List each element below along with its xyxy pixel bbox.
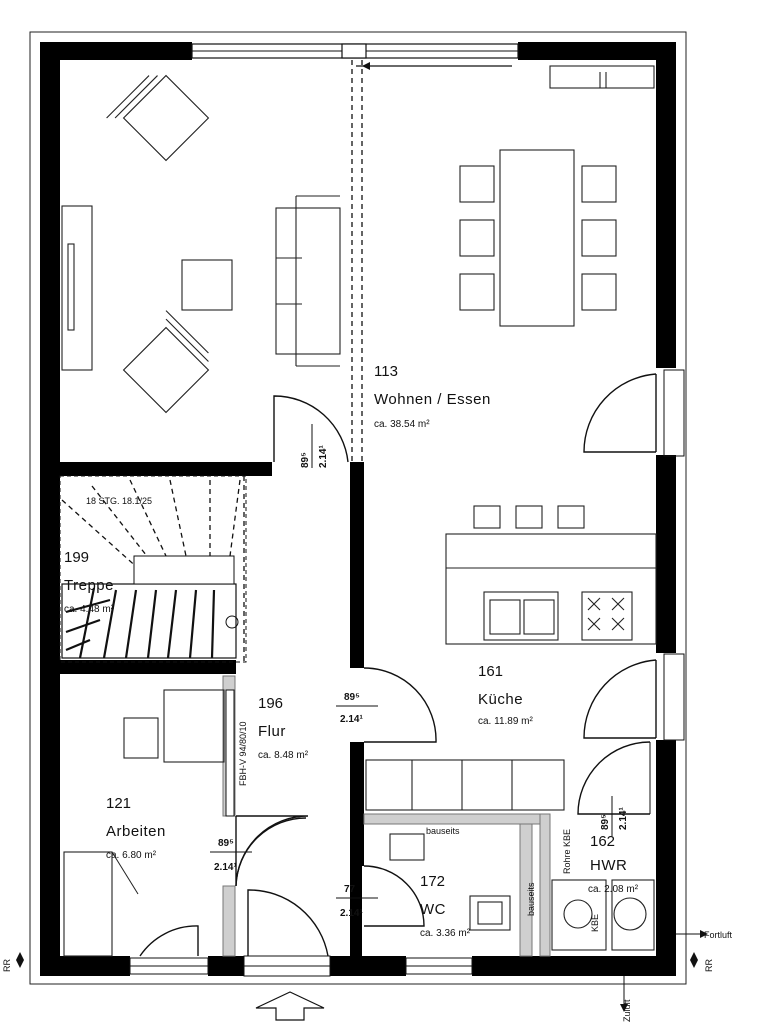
door-dim-flur-kueche: 89⁵ 2.14¹ — [336, 692, 378, 725]
door-arbeiten — [235, 815, 309, 887]
room-area-wc: ca. 3.36 m² — [420, 928, 471, 939]
room-number-arbeiten: 121 — [106, 795, 131, 812]
dining-table — [459, 65, 655, 327]
svg-text:2.14¹: 2.14¹ — [340, 908, 363, 919]
svg-text:2.14¹: 2.14¹ — [318, 445, 329, 468]
interior-walls — [60, 462, 551, 957]
rr-left-marker-icon — [16, 952, 24, 968]
rr-left-label: RR — [2, 959, 12, 972]
svg-text:2.14¹: 2.14¹ — [214, 862, 237, 873]
rr-right-marker-icon — [690, 952, 698, 968]
outline-frame — [29, 31, 687, 985]
fbh-label: FBH-V 94/80/10 — [238, 721, 248, 786]
office-furniture — [63, 689, 225, 957]
room-area-hwr: ca. 2.08 m² — [588, 884, 639, 895]
svg-text:2.14¹: 2.14¹ — [340, 714, 363, 725]
top-window — [191, 43, 519, 70]
door-flur-kueche — [363, 667, 437, 743]
room-number-hwr: 162 — [590, 833, 615, 850]
living-furniture — [61, 74, 341, 414]
stairs — [59, 475, 247, 663]
door-hwr — [577, 741, 651, 815]
room-area-arbeiten: ca. 6.80 m² — [106, 850, 157, 861]
wc-fixtures — [389, 833, 511, 931]
door-wc — [363, 865, 425, 927]
room-number-flur: 196 — [258, 695, 283, 712]
bottom-windows — [129, 957, 473, 975]
rr-right-label: RR — [704, 959, 714, 972]
room-number-wohnen: 113 — [374, 363, 398, 380]
right-door-kitchen — [583, 653, 685, 741]
fortluft-label: Fortluft — [704, 930, 733, 940]
room-name-wc: WC — [420, 901, 446, 918]
fbh-panel — [225, 689, 235, 817]
room-name-treppe: Treppe — [64, 577, 114, 594]
room-number-wc: 172 — [420, 873, 445, 890]
svg-text:77: 77 — [344, 884, 356, 895]
bauseits-label-side: bauseits — [526, 882, 536, 916]
room-area-treppe: ca. 4.48 m² — [64, 604, 115, 615]
bauseits-label-top: bauseits — [426, 826, 460, 836]
room-number-treppe: 199 — [64, 549, 89, 566]
room-number-kueche: 161 — [478, 663, 503, 680]
door-dim-hwr: 89⁵ 2.14¹ — [600, 807, 629, 830]
zuluft-label: Zuluft — [622, 999, 632, 1022]
room-name-flur: Flur — [258, 723, 286, 740]
entrance-door — [243, 889, 331, 977]
svg-text:89⁵: 89⁵ — [344, 692, 360, 703]
door-dim-flur-wohnen: 89⁵ 2.14¹ — [300, 445, 329, 468]
exterior-walls — [40, 42, 676, 976]
room-name-arbeiten: Arbeiten — [106, 823, 166, 840]
kitchen-furniture — [365, 505, 657, 811]
door-dim-wc: 77 2.14¹ — [336, 884, 378, 919]
door-dim-arbeiten: 89⁵ 2.14¹ — [210, 838, 252, 873]
room-area-kueche: ca. 11.89 m² — [478, 716, 534, 727]
room-area-wohnen: ca. 38.54 m² — [374, 419, 430, 430]
room-name-kueche: Küche — [478, 691, 523, 708]
svg-text:89⁵: 89⁵ — [300, 452, 311, 468]
svg-text:89⁵: 89⁵ — [600, 814, 611, 830]
hwr-fixtures — [551, 879, 708, 1012]
kbe-label: KBE — [590, 914, 600, 932]
svg-text:2.14¹: 2.14¹ — [618, 807, 629, 830]
room-name-wohnen: Wohnen / Essen — [374, 391, 491, 408]
svg-text:89⁵: 89⁵ — [218, 838, 234, 849]
entrance-arrow-icon — [255, 991, 325, 1021]
stairs-spec: 18 STG. 18.1/25 — [86, 496, 152, 506]
right-door-dining — [583, 369, 685, 457]
room-name-hwr: HWR — [590, 857, 627, 874]
room-area-flur: ca. 8.48 m² — [258, 750, 309, 761]
door-flur-wohnen — [273, 395, 349, 463]
rohre-label: Rohre KBE — [562, 829, 572, 874]
